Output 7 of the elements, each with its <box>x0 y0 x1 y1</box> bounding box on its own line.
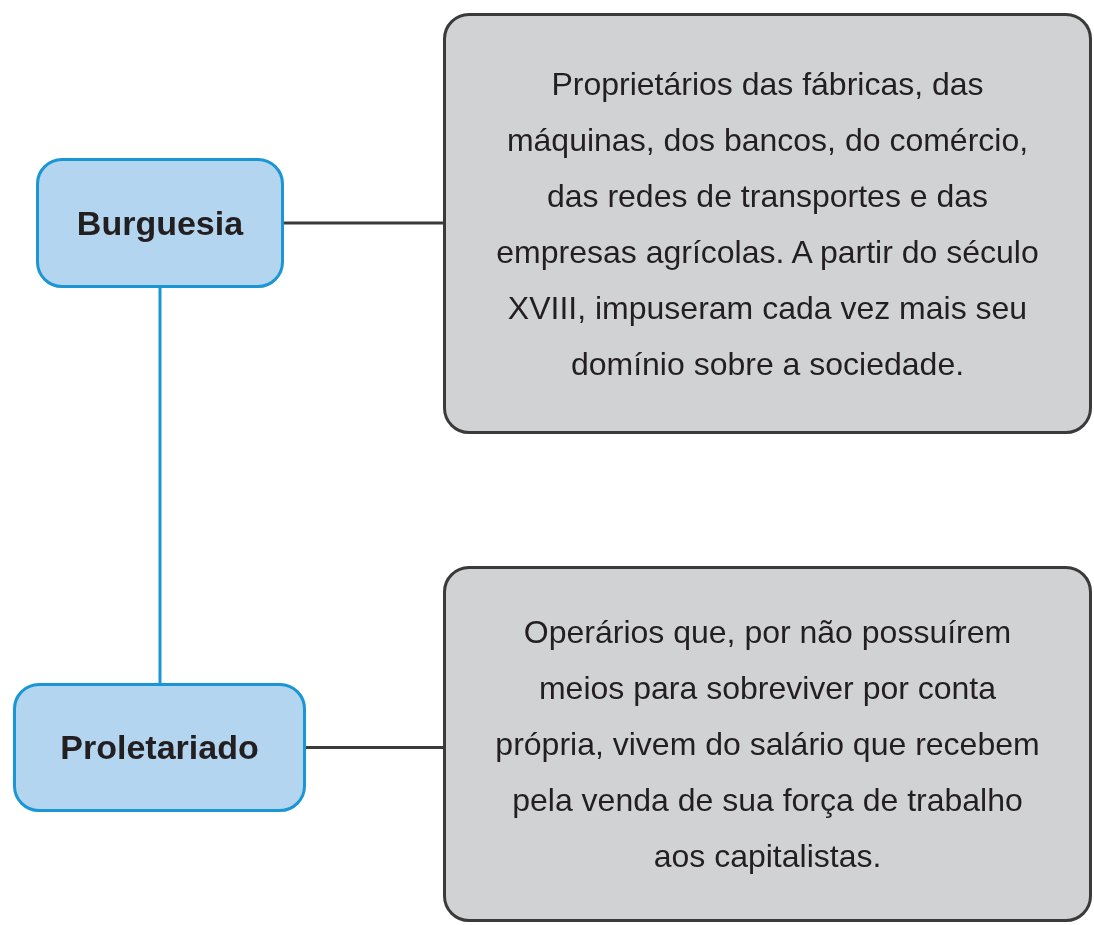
description-box: Proprietários das fábricas, das máquinas, dos bancos, do comércio, das redes de transportes e das empresas agrícolas. A partir do século XVIII, impuseram cada vez mais seu domínio sobre a sociedade. <box>443 13 1092 434</box>
class-box: Proletariado <box>13 683 306 812</box>
description-box: Operários que, por não possuírem meios para sobreviver por conta própria, vivem do salário que recebem pela venda de sua força de trabalho aos capitalistas. <box>443 566 1092 922</box>
class-box: Burguesia <box>36 158 284 288</box>
connector-line <box>158 288 162 683</box>
connector-line <box>284 221 443 225</box>
connector-line <box>306 746 443 749</box>
